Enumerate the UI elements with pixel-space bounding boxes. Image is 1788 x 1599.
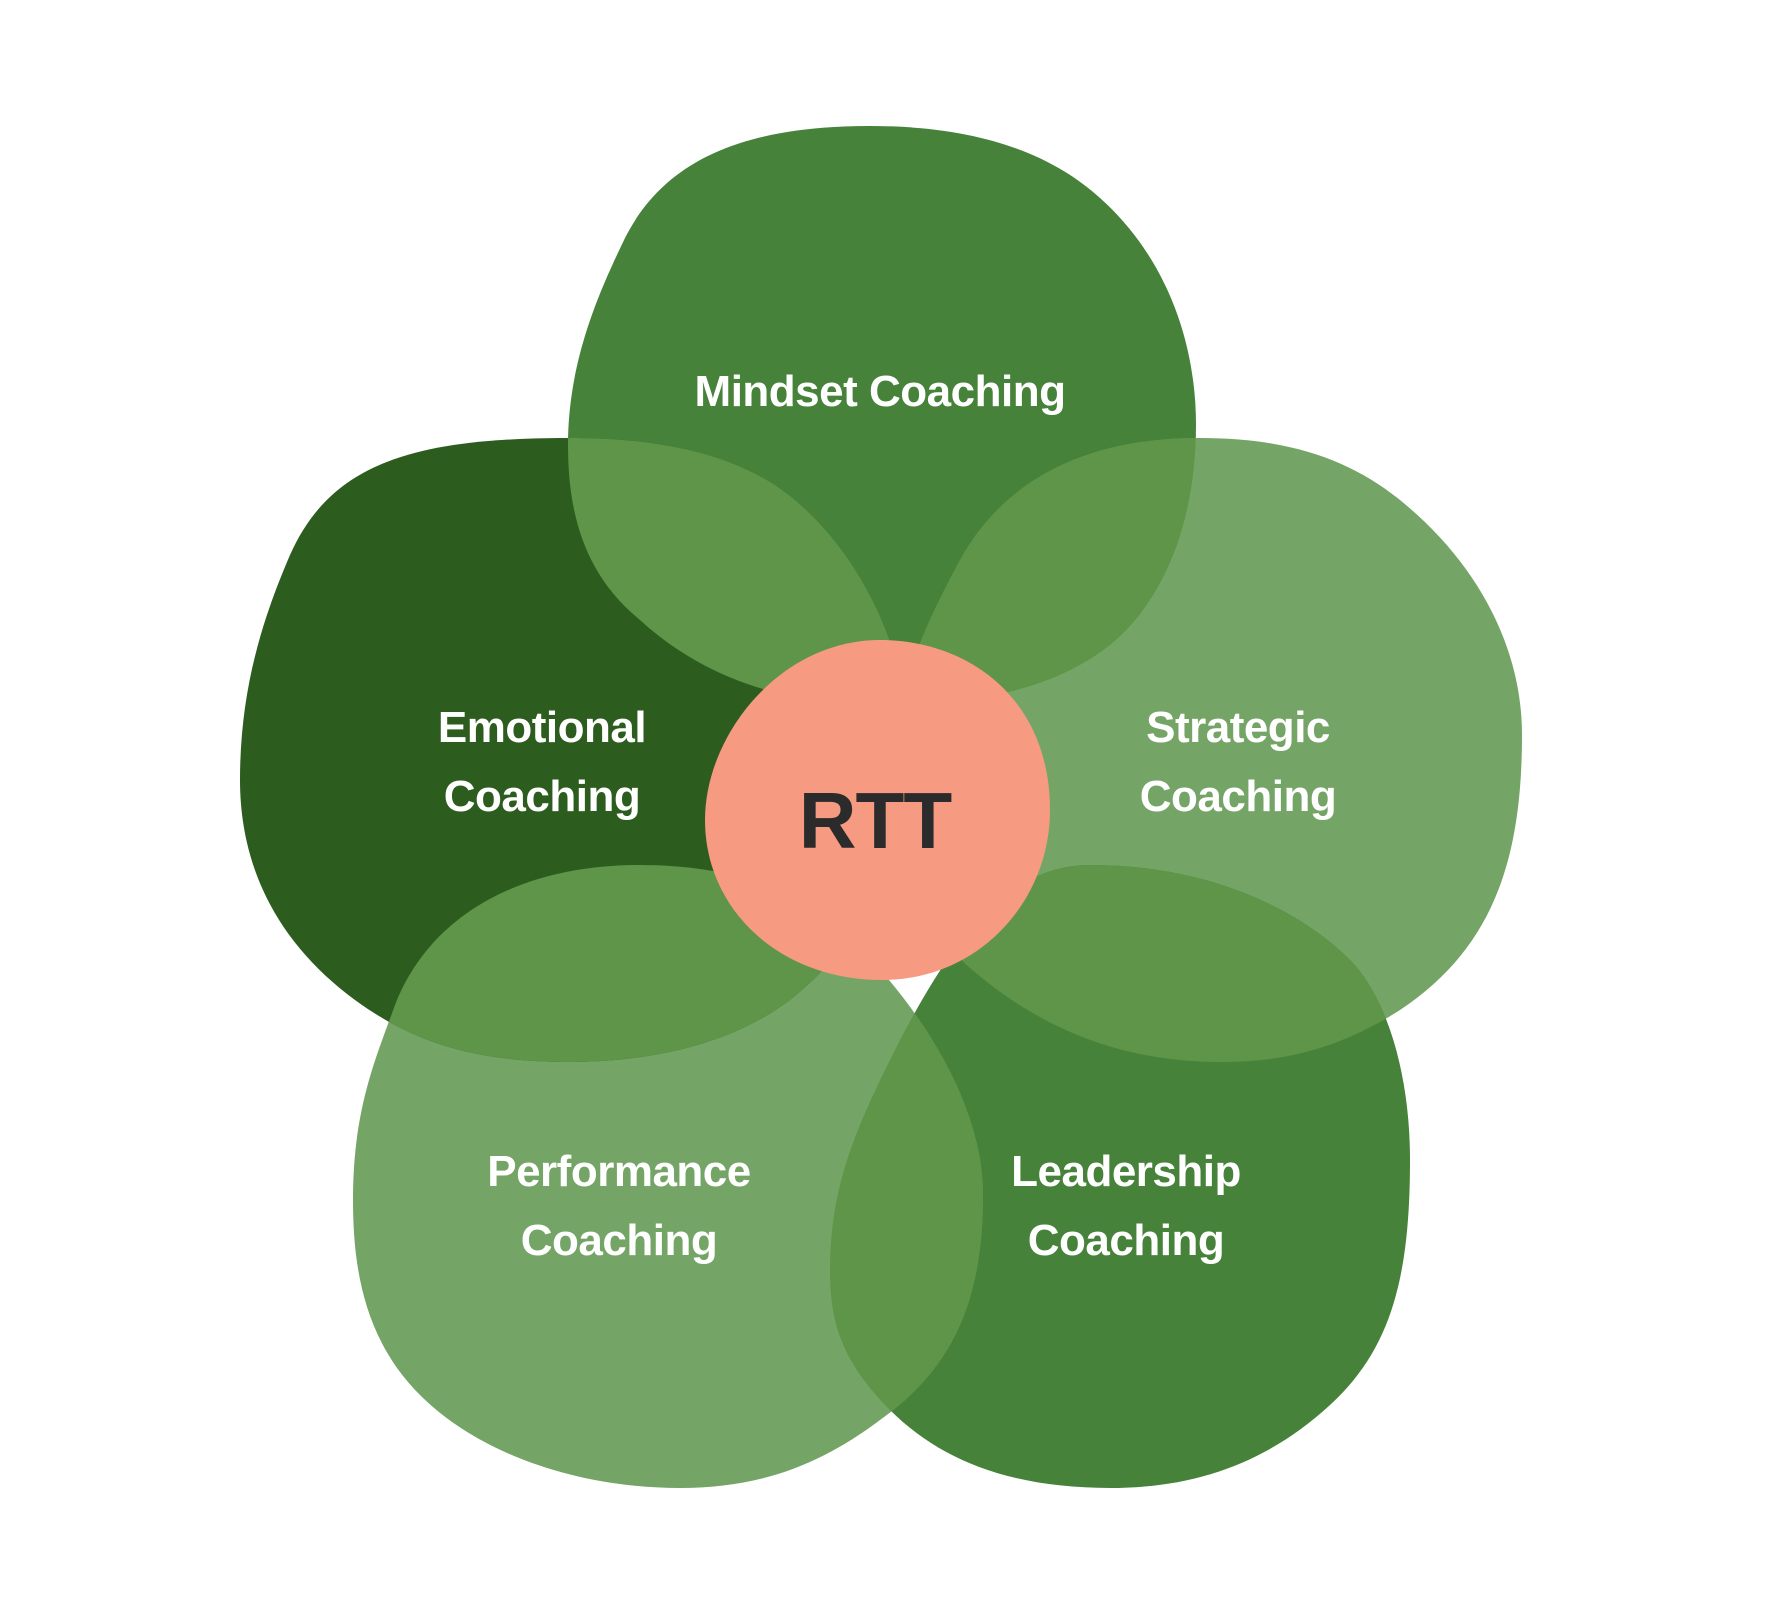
- label-mindset-line-1: Mindset Coaching: [695, 367, 1066, 416]
- center-rtt-circle: [705, 640, 1050, 980]
- center-label-rtt: RTT: [799, 776, 953, 865]
- label-performance-line-1: Performance: [487, 1147, 751, 1196]
- labels-layer: Mindset Coaching Strategic Coaching Lead…: [438, 367, 1337, 1265]
- label-leadership-line-1: Leadership: [1011, 1147, 1241, 1196]
- label-leadership-line-2: Coaching: [1028, 1216, 1224, 1265]
- overlap-mindset-strategic: [890, 438, 1196, 705]
- label-emotional-line-2: Coaching: [444, 772, 640, 821]
- label-strategic-line-1: Strategic: [1146, 703, 1330, 752]
- label-strategic-line-2: Coaching: [1140, 772, 1336, 821]
- overlap-emotional-mindset: [568, 438, 905, 705]
- label-emotional-line-1: Emotional: [438, 703, 646, 752]
- label-performance-line-2: Coaching: [521, 1216, 717, 1265]
